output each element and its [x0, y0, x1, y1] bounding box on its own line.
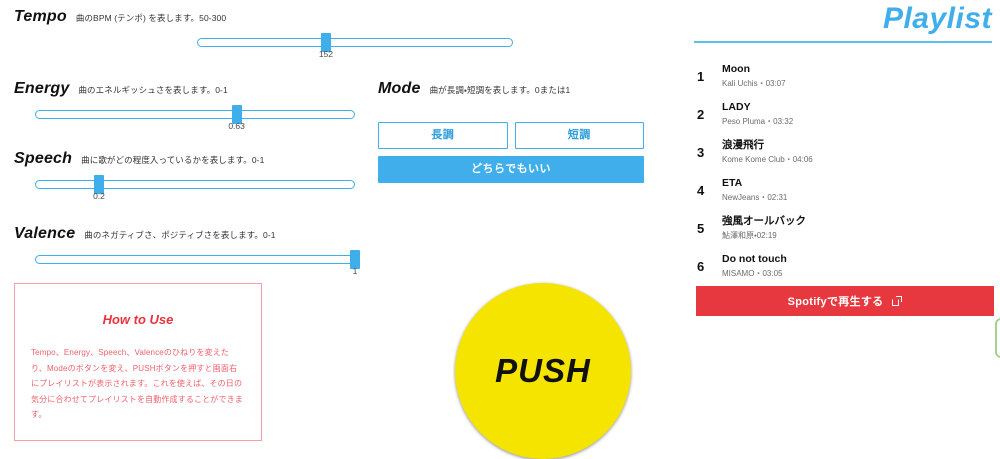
push-button-label: PUSH [495, 352, 591, 389]
field-label-speech: Speech [14, 150, 73, 167]
controls-panel: Tempo 曲のBPM (テンポ) を表します。50-300 152 Energ… [14, 8, 654, 459]
spotify-play-button-label: Spotifyで再生する [787, 296, 884, 308]
field-label-mode: Mode [378, 80, 421, 97]
field-description-tempo: 曲のBPM (テンポ) を表します。50-300 [75, 13, 227, 23]
field-label-energy: Energy [14, 80, 70, 97]
track-row[interactable]: 3 浪漫飛行 Kome Kome Club・04:06 [694, 133, 1000, 171]
track-subtitle: Kome Kome Club・04:06 [722, 155, 813, 164]
track-index: 1 [697, 68, 705, 84]
field-label-tempo: Tempo [14, 8, 67, 25]
valence-slider[interactable]: 1 [35, 247, 360, 277]
slider-row-tempo: Tempo 曲のBPM (テンポ) を表します。50-300 152 [14, 8, 654, 59]
track-row[interactable]: 2 LADY Peso Pluma・03:32 [694, 95, 1000, 133]
tempo-slider-value: 152 [318, 49, 334, 59]
energy-slider[interactable]: 0.63 [35, 102, 355, 132]
field-header-tempo: Tempo 曲のBPM (テンポ) を表します。50-300 [14, 8, 654, 26]
field-header-speech: Speech 曲に歌がどの程度入っているかを表します。0-1 [14, 150, 654, 168]
slider-row-energy: Energy 曲のエネルギッシュさを表します。0-1 0.63 [14, 80, 654, 131]
energy-slider-track[interactable] [35, 110, 355, 119]
field-header-valence: Valence 曲のネガティブさ、ポジティブさを表します。0-1 [14, 225, 654, 243]
track-index: 2 [697, 106, 705, 122]
track-title: Do not touch [722, 253, 787, 265]
track-subtitle: NewJeans・02:31 [722, 193, 788, 202]
field-label-valence: Valence [14, 225, 76, 242]
track-subtitle: Peso Pluma・03:32 [722, 117, 794, 126]
mode-block: Mode 曲が長調・短調を表します。0または1 長調 短調 どちらでもいい [378, 80, 644, 183]
energy-slider-value: 0.63 [228, 121, 245, 131]
external-link-icon [892, 296, 902, 306]
track-subtitle: MISAMO・03:05 [722, 269, 783, 278]
how-to-use-title: How to Use [102, 312, 174, 327]
track-index: 6 [697, 258, 705, 274]
push-button[interactable]: PUSH [455, 283, 631, 459]
field-description-speech: 曲に歌がどの程度入っているかを表します。0-1 [81, 155, 265, 165]
edge-widget[interactable] [995, 318, 1000, 358]
how-to-use-body: Tempo、Energy、Speech、Valenceのひねりを変えたり、Mod… [31, 348, 243, 420]
track-row[interactable]: 5 強風オールバック鮎澤和原・02:19 [694, 209, 1000, 247]
valence-slider-track[interactable] [35, 255, 355, 264]
slider-row-speech: Speech 曲に歌がどの程度入っているかを表します。0-1 0.2 [14, 150, 654, 201]
track-meta: ETA NewJeans・02:31 [722, 176, 1000, 204]
track-row[interactable]: 4 ETA NewJeans・02:31 [694, 171, 1000, 209]
track-subtitle: 鮎澤和原・02:19 [722, 231, 777, 240]
playlist-title: Playlist [882, 2, 992, 35]
track-title: ETA [722, 177, 743, 189]
track-title: Moon [722, 63, 750, 75]
spotify-play-button[interactable]: Spotifyで再生する [696, 286, 994, 316]
field-description-energy: 曲のエネルギッシュさを表します。0-1 [78, 85, 228, 95]
track-title: LADY [722, 101, 751, 113]
mode-button-any[interactable]: どちらでもいい [378, 156, 644, 183]
track-title: 浪漫飛行 [722, 139, 764, 151]
mode-button-row: 長調 短調 [378, 122, 644, 149]
mode-button-minor[interactable]: 短調 [514, 122, 644, 149]
valence-slider-thumb[interactable] [350, 250, 360, 269]
mode-button-major[interactable]: 長調 [378, 122, 508, 149]
track-title: 強風オールバック [722, 215, 806, 227]
slider-row-valence: Valence 曲のネガティブさ、ポジティブさを表します。0-1 1 [14, 225, 654, 276]
valence-slider-value: 1 [352, 266, 358, 276]
speech-slider-track[interactable] [35, 180, 355, 189]
playlist-divider [694, 41, 992, 43]
field-description-mode: 曲が長調・短調を表します。0または1 [429, 85, 571, 95]
speech-slider-thumb[interactable] [94, 175, 104, 194]
track-meta: 強風オールバック鮎澤和原・02:19 [722, 214, 1000, 242]
speech-slider[interactable]: 0.2 [35, 172, 355, 202]
tempo-slider[interactable]: 152 [197, 30, 513, 60]
track-index: 5 [697, 220, 705, 236]
track-meta: 浪漫飛行 Kome Kome Club・04:06 [722, 138, 1000, 166]
tempo-slider-track[interactable] [197, 38, 513, 47]
field-header-energy: Energy 曲のエネルギッシュさを表します。0-1 [14, 80, 654, 98]
track-index: 4 [697, 182, 705, 198]
field-description-valence: 曲のネガティブさ、ポジティブさを表します。0-1 [84, 230, 276, 240]
speech-slider-value: 0.2 [93, 191, 105, 201]
energy-slider-thumb[interactable] [231, 105, 242, 124]
track-meta: LADY Peso Pluma・03:32 [722, 100, 1000, 128]
how-to-use-panel: How to Use Tempo、Energy、Speech、Valenceのひ… [14, 283, 262, 441]
tempo-slider-thumb[interactable] [320, 33, 331, 52]
track-subtitle: Kali Uchis・03:07 [722, 79, 786, 88]
track-index: 3 [697, 144, 705, 160]
field-header-mode: Mode 曲が長調・短調を表します。0または1 [378, 80, 644, 98]
